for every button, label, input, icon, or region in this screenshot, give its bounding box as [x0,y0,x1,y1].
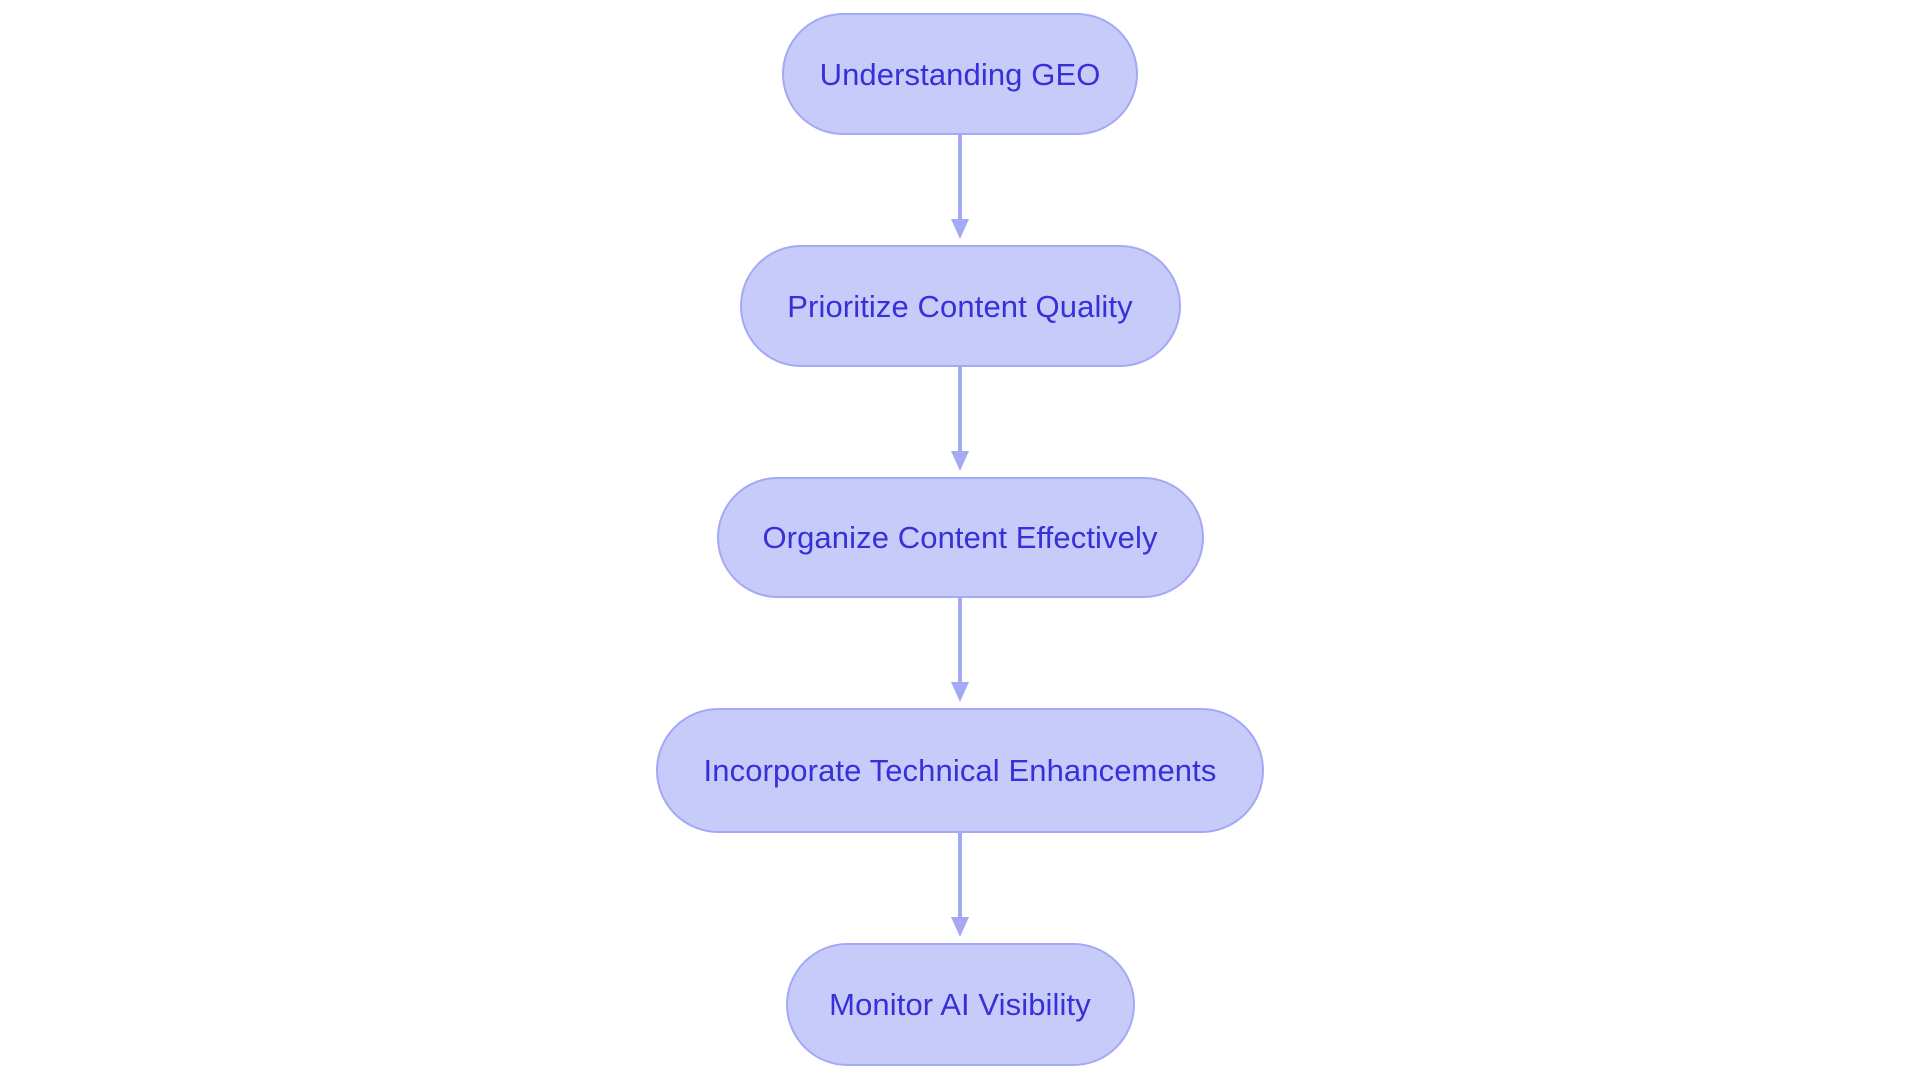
flow-node-label: Monitor AI Visibility [829,987,1091,1022]
flow-edge-n1-n2 [948,135,972,245]
flow-node-label: Organize Content Effectively [762,520,1158,555]
arrowhead-down-icon [951,917,969,937]
flow-node-understanding-geo[interactable]: Understanding GEO [782,13,1138,135]
flow-node-prioritize-content-quality[interactable]: Prioritize Content Quality [739,245,1181,367]
flow-node-label: Understanding GEO [819,56,1101,92]
flow-node-monitor-ai-visibility[interactable]: Monitor AI Visibility [785,943,1135,1066]
flow-edge-n3-n4 [948,598,972,708]
flow-node-organize-content-effectively[interactable]: Organize Content Effectively [716,477,1204,598]
flow-edge-n2-n3 [948,367,972,477]
arrowhead-down-icon [951,451,969,471]
flow-node-label: Prioritize Content Quality [787,288,1133,324]
arrowhead-down-icon [951,219,969,239]
arrowhead-down-icon [951,682,969,702]
flow-node-incorporate-technical-enhancements[interactable]: Incorporate Technical Enhancements [656,708,1264,833]
flow-node-label: Incorporate Technical Enhancements [703,753,1217,788]
flow-edge-n4-n5 [948,833,972,943]
